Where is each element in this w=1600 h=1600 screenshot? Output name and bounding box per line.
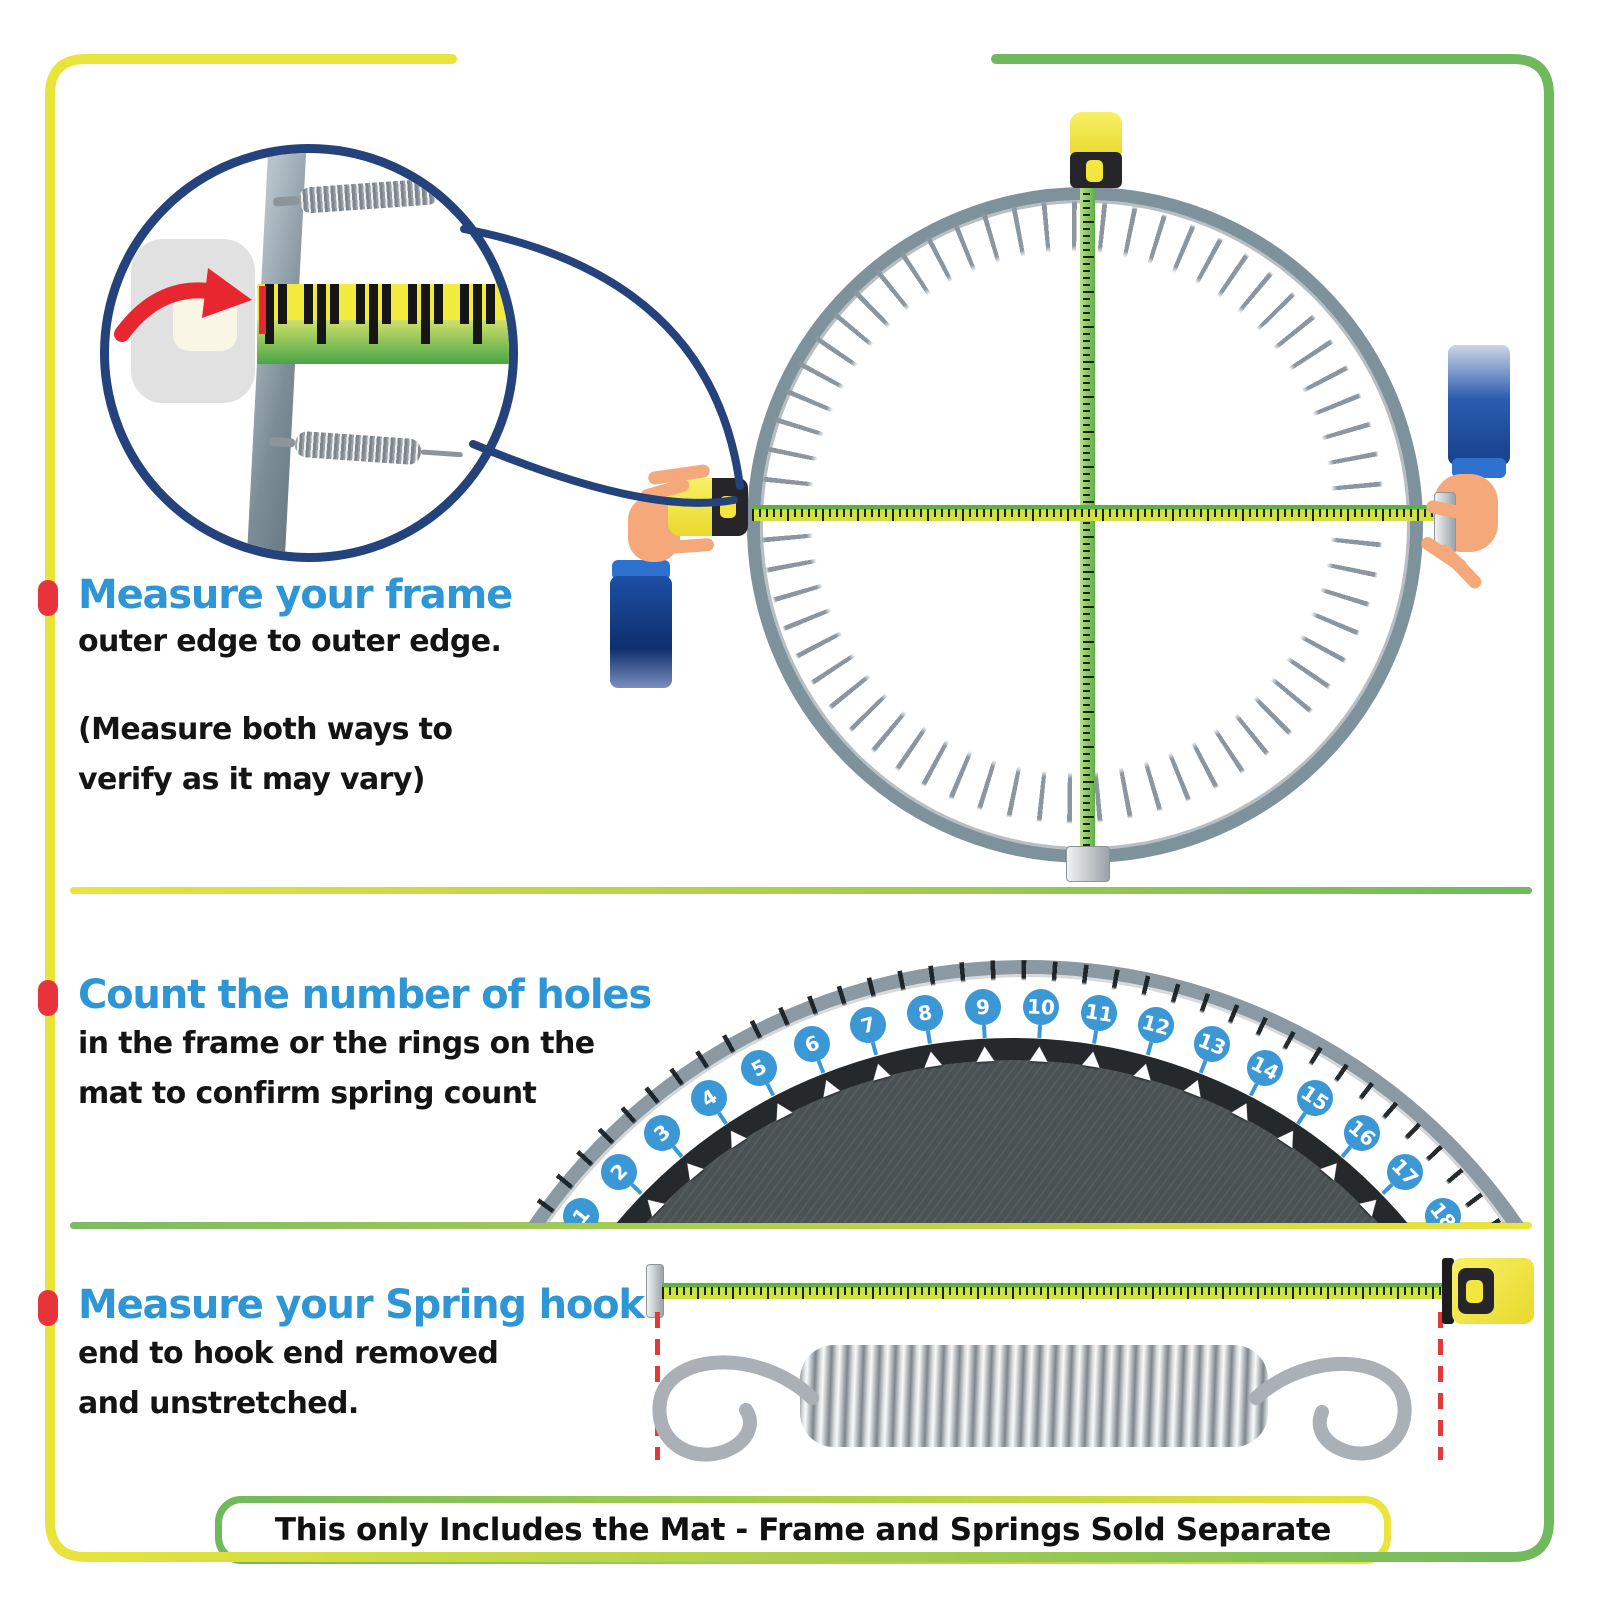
step3-bullet-icon xyxy=(38,1290,58,1326)
v-ring-icon xyxy=(1081,1050,1103,1068)
tape-tick-marks xyxy=(752,509,1440,521)
trampoline-mat-arc: 1 2 3 4 5 6 7 8 9 10 11 12 13 14 15 16 1… xyxy=(460,898,1545,1223)
step3-subheading-line1: end to hook end removed xyxy=(78,1336,499,1371)
footer-note: This only Includes the Mat - Frame and S… xyxy=(215,1496,1391,1564)
spring-hook-left xyxy=(652,1355,819,1462)
vertical-tape-measure xyxy=(1080,186,1095,862)
v-ring-icon xyxy=(975,1046,995,1062)
tape-tick-marks xyxy=(278,284,509,324)
section-divider xyxy=(70,1222,1532,1229)
step3-subheading-line2: and unstretched. xyxy=(78,1386,359,1421)
tape-tick-marks xyxy=(662,1287,1442,1299)
step2-bullet-icon xyxy=(38,980,58,1016)
footer-note-text: This only Includes the Mat - Frame and S… xyxy=(274,1512,1332,1548)
tape-tick-marks xyxy=(1083,186,1094,862)
step1-note-line2: verify as it may vary) xyxy=(78,762,425,797)
measure-boundary-dashed-line xyxy=(1438,1312,1443,1460)
v-ring-icon xyxy=(1029,1046,1049,1062)
left-sleeve xyxy=(610,576,672,688)
spring-tape-measure xyxy=(662,1283,1442,1299)
tape-measure-body-icon xyxy=(1070,112,1122,188)
magnifier-detail-icon xyxy=(100,144,518,562)
step1-note-line1: (Measure both ways to xyxy=(78,712,453,747)
tape-measure-body-icon xyxy=(1442,1258,1534,1324)
footer-note-inner: This only Includes the Mat - Frame and S… xyxy=(222,1503,1384,1557)
right-sleeve xyxy=(1448,345,1510,465)
step1-bullet-icon xyxy=(38,580,58,616)
section-divider xyxy=(70,887,1532,894)
horizontal-tape-measure xyxy=(752,505,1440,521)
v-ring-icon xyxy=(921,1050,943,1068)
tape-body-button xyxy=(720,496,736,518)
tape-detail xyxy=(257,284,509,364)
step3-heading: Measure your Spring hook xyxy=(78,1282,645,1328)
tape-body-case xyxy=(1070,112,1122,156)
measure-boundary-dashed-line xyxy=(655,1312,660,1460)
tape-zero-mark xyxy=(259,286,266,334)
left-sleeve-cuff xyxy=(612,560,670,580)
tape-body-button xyxy=(1086,160,1103,182)
spring-hook-right xyxy=(1249,1356,1412,1461)
spring-icon xyxy=(298,178,440,214)
step1-heading: Measure your frame xyxy=(78,572,513,618)
tape-end-clip xyxy=(1066,846,1110,882)
tape-body-ghost-button xyxy=(173,293,237,351)
tape-body-button xyxy=(1466,1280,1483,1303)
spring-coil-icon xyxy=(800,1345,1268,1447)
step1-subheading: outer edge to outer edge. xyxy=(78,624,502,659)
spring-icon xyxy=(294,430,422,466)
